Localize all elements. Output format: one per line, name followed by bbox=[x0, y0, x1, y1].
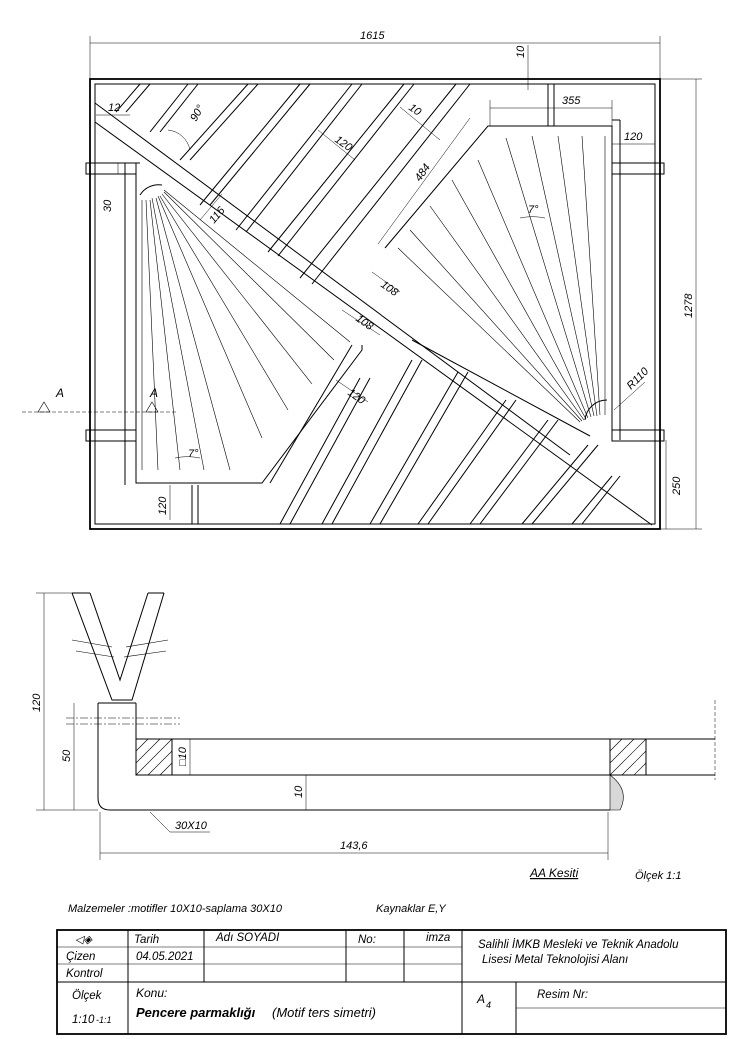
diag-band-upper bbox=[94, 102, 571, 456]
resim-no-label: Resim Nr: bbox=[537, 989, 588, 1001]
dim-30: 30 bbox=[102, 199, 114, 212]
konu-label: Konu: bbox=[136, 986, 167, 1000]
dim-143-6: 143,6 bbox=[340, 840, 368, 852]
materials-label: Malzemeler :motifler 10X10-saplama 30X10 bbox=[68, 903, 283, 915]
lower-slats bbox=[191, 359, 621, 525]
date-value: 04.05.2021 bbox=[136, 951, 194, 963]
row-kontrol: Kontrol bbox=[66, 968, 103, 980]
dim-108-a: 108 bbox=[378, 279, 401, 300]
dim-120-section: 120 bbox=[31, 693, 43, 712]
section-view: 120 50 □10 10 30X10 143,6 AA Kesiti Ölçe… bbox=[31, 592, 716, 882]
left-fan-rays bbox=[139, 184, 351, 471]
inner-frame bbox=[94, 83, 656, 525]
anchor-top-left bbox=[85, 162, 137, 175]
dim-30x10: 30X10 bbox=[175, 820, 208, 832]
title-block: ◁◈ Tarih Adı SOYADI No: imza Çizen 04.05… bbox=[56, 929, 727, 1035]
dim-angle-90: 90° bbox=[188, 103, 207, 124]
dim-12: 12 bbox=[108, 102, 120, 114]
dim-angle-7-right: 7° bbox=[528, 204, 539, 216]
school-line2: Lisesi Metal Teknolojisi Alanı bbox=[482, 954, 628, 966]
diag-band-lower bbox=[94, 121, 653, 526]
col-name: Adı SOYADI bbox=[215, 932, 280, 944]
row-cizen: Çizen bbox=[66, 951, 95, 963]
olcek-label: Ölçek bbox=[72, 990, 103, 1002]
welds-label: Kaynaklar E,Y bbox=[376, 903, 446, 915]
anchor-bottom-left bbox=[85, 429, 137, 442]
section-mark-right: A bbox=[149, 386, 158, 400]
dim-484: 484 bbox=[413, 162, 433, 184]
dim-10-section: 10 bbox=[293, 785, 305, 798]
dim-10-top: 10 bbox=[515, 45, 527, 58]
dim-116: 116 bbox=[207, 204, 228, 226]
dim-50-section: 50 bbox=[61, 749, 73, 762]
hatched-bar-right bbox=[609, 738, 647, 776]
dim-1278: 1278 bbox=[683, 293, 695, 318]
col-no: No: bbox=[358, 934, 376, 946]
dim-355: 355 bbox=[562, 95, 581, 107]
plan-view: A A 1615 10 1278 250 12 90° 120 10 484 bbox=[22, 30, 702, 530]
dim-120-mid: 120 bbox=[345, 387, 368, 408]
section-title: AA Kesiti bbox=[529, 866, 579, 880]
dim-250: 250 bbox=[671, 476, 683, 496]
dim-120-top: 120 bbox=[332, 134, 355, 155]
dim-angle-7-left: 7° bbox=[188, 448, 199, 460]
dim-120-right: 120 bbox=[624, 131, 643, 143]
projection-icon: ◁◈ bbox=[75, 934, 93, 946]
paper-letter: A bbox=[476, 992, 485, 1006]
right-fan-outline bbox=[384, 125, 613, 436]
konu-bold: Pencere parmaklığı bbox=[136, 1005, 256, 1020]
hatched-bar-left bbox=[135, 738, 173, 776]
olcek-sub: -1:1 bbox=[96, 1015, 112, 1025]
konu-rest: (Motif ters simetri) bbox=[272, 1005, 376, 1020]
section-scale: Ölçek 1:1 bbox=[635, 870, 681, 882]
outer-frame bbox=[89, 78, 661, 530]
section-mark-left: A bbox=[55, 386, 64, 400]
right-fan-rays bbox=[397, 135, 608, 423]
col-imza: imza bbox=[426, 932, 450, 944]
olcek-value: 1:10 bbox=[72, 1014, 95, 1026]
dim-10-diag: 10 bbox=[406, 102, 424, 119]
upper-slats bbox=[115, 83, 555, 285]
left-fan-outline bbox=[135, 163, 363, 484]
dim-120-bottom: 120 bbox=[157, 496, 169, 515]
dim-sq10: □10 bbox=[177, 746, 189, 766]
col-tarih: Tarih bbox=[134, 934, 159, 946]
school-line1: Salihli İMKB Mesleki ve Teknik Anadolu bbox=[478, 939, 679, 951]
paper-sub: 4 bbox=[486, 1000, 491, 1010]
dim-1615: 1615 bbox=[360, 30, 385, 42]
